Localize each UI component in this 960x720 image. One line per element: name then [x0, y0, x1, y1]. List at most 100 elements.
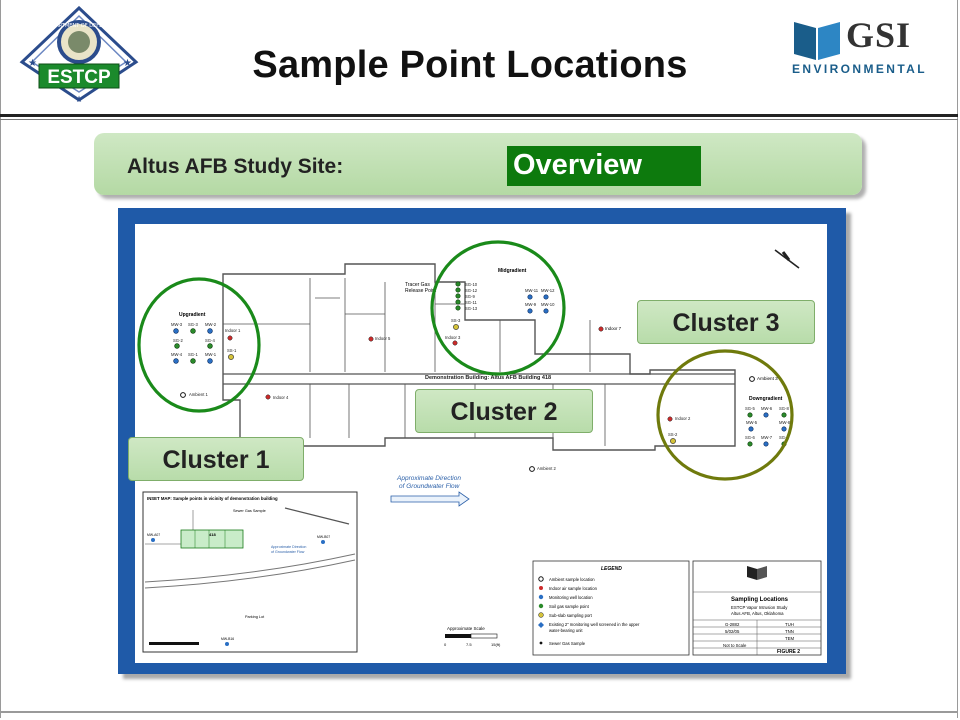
map-legend: LEGEND Ambient sample location Indoor ai… — [532, 560, 690, 656]
label-sg6: SG-6 — [745, 435, 755, 440]
building-caption: Demonstration Building: Altus AFB Buildi… — [425, 375, 551, 381]
study-site-label: Altus AFB Study Site: — [127, 155, 344, 178]
groundwater-flow-arrow: Approximate Direction of Groundwater Flo… — [390, 475, 470, 507]
svg-text:★: ★ — [28, 58, 37, 69]
cluster-3-label: Cluster 3 — [637, 300, 815, 344]
inset-flow-2: of Groundwater Flow — [271, 550, 305, 554]
label-mw9: MW-9 — [525, 302, 537, 307]
inset-title: INSET MAP: Sample points in vicinity of … — [147, 496, 278, 501]
title-divider — [0, 114, 958, 117]
legend-item-7: water-bearing unit — [549, 628, 583, 633]
downgradient-points — [529, 326, 787, 472]
label-sg1: SG-1 — [188, 352, 198, 357]
gsi-book-icon — [794, 22, 840, 60]
label-indoor2: Indoor 2 — [675, 416, 691, 421]
title-block-date: 5/02/05 — [725, 629, 740, 634]
label-indoor3: Indoor 3 — [445, 335, 461, 340]
label-sg4: SG-4 — [205, 338, 215, 343]
gsi-logo-subtext: ENVIRONMENTAL — [792, 62, 927, 76]
legend-item-3: Monitoring well location — [549, 595, 593, 600]
label-sg5: SG-5 — [745, 406, 755, 411]
estcp-ring-text: DEPARTMENT OF DEFENSE — [46, 23, 113, 29]
label-sg3: SG-3 — [188, 322, 198, 327]
label-mw1: MW-1 — [205, 352, 217, 357]
upgradient-points — [173, 328, 374, 400]
building-outline — [222, 263, 736, 451]
label-mw11: MW-11 — [525, 288, 539, 293]
title-block-drawn: TUH — [785, 622, 794, 627]
estcp-logo-text: ESTCP — [47, 67, 111, 88]
label-mw5: MW-5 — [746, 420, 758, 425]
drawing-title-block: Sampling Locations ESTCP Vapor Intrusion… — [692, 560, 822, 656]
label-ss1: SS-1 — [227, 348, 237, 353]
label-mw6: MW-6 — [761, 406, 773, 411]
title-block-checked: TNN — [785, 629, 794, 634]
label-sg10: SG-10 — [465, 282, 478, 287]
label-ss2: SS-2 — [668, 432, 678, 437]
cluster-ring-2 — [430, 240, 566, 376]
legend-item-1: Ambient sample location — [549, 577, 595, 582]
group-upgradient: Upgradient — [179, 312, 206, 318]
label-ss3: SS-3 — [451, 318, 461, 323]
group-midgradient: Midgradient — [498, 268, 527, 274]
label-mw2: MW-2 — [205, 322, 217, 327]
svg-text:★: ★ — [75, 95, 83, 104]
midgradient-points — [452, 281, 549, 346]
label-sg7: SG-7 — [779, 435, 789, 440]
label-indoor1: Indoor 1 — [225, 328, 241, 333]
inset-mw-a: MW-A07 — [147, 533, 160, 537]
title-block-line1: ESTCP Vapor Intrusion Study — [731, 605, 788, 610]
flow-text-2: of Groundwater Flow — [399, 483, 461, 490]
legend-item-6: Existing 2" monitoring well screened in … — [549, 622, 640, 627]
cluster-2-label: Cluster 2 — [415, 389, 593, 433]
label-ambient3: Ambient 3 — [757, 376, 778, 381]
title-block-scale: Not to Scale — [723, 643, 747, 648]
label-ambient1: Ambient 1 — [189, 392, 209, 397]
label-sg12: SG-12 — [465, 288, 478, 293]
title-block-figure: FIGURE 2 — [777, 649, 800, 655]
inset-mw-b: MW-B07 — [317, 535, 330, 539]
scale-tick-2: 15(ft) — [491, 642, 501, 647]
legend-item-2: Indoor air sample location — [549, 586, 598, 591]
inset-mw-c: MW-B16 — [221, 637, 234, 641]
gsi-logo-text: GSI — [846, 15, 912, 55]
inset-well-b — [321, 540, 325, 544]
group-downgradient: Downgradient — [749, 396, 783, 402]
label-tracer-1: Tracer Gas — [405, 282, 430, 288]
scale-label: Approximate Scale — [447, 626, 485, 631]
label-sg2: SG-2 — [173, 338, 183, 343]
inset-building: 418 — [209, 532, 216, 537]
cluster-rings — [137, 240, 794, 481]
overview-badge: Overview — [507, 146, 701, 186]
legend-title: LEGEND — [601, 566, 622, 572]
inset-well-c — [225, 642, 229, 646]
label-tracer-2: Release Point — [405, 288, 437, 294]
label-indoor7: Indoor 7 — [605, 326, 622, 331]
legend-item-5: Sub-slab sampling port — [549, 613, 593, 618]
scale-tick-0: 0 — [444, 642, 447, 647]
title-block-number: G-2882 — [725, 622, 740, 627]
label-sg9: SG-9 — [465, 294, 475, 299]
flow-text-1: Approximate Direction — [396, 475, 461, 482]
scale-tick-1: 7.5 — [466, 642, 472, 647]
label-mw12: MW-12 — [541, 288, 555, 293]
label-sg11: SG-11 — [465, 300, 477, 305]
label-mw7: MW-7 — [761, 435, 773, 440]
label-ambient2: Ambient 2 — [537, 466, 557, 471]
label-indoor4: Indoor 4 — [273, 395, 289, 400]
cluster-ring-3 — [656, 349, 794, 481]
inset-sewer: Sewer Gas Sample — [233, 509, 266, 513]
cluster-ring-1 — [137, 277, 261, 413]
bottom-divider — [0, 711, 958, 713]
title-divider-thin — [0, 119, 958, 120]
inset-scale-bar — [149, 642, 199, 645]
label-sg8: SG-8 — [779, 406, 789, 411]
inset-map: INSET MAP: Sample points in vicinity of … — [142, 491, 358, 653]
study-site-banner — [94, 133, 862, 195]
inset-parking: Parking Lot — [245, 615, 265, 619]
legend-item-8: Sewer Gas Sample — [549, 641, 586, 646]
svg-text:★: ★ — [123, 58, 132, 69]
legend-item-4: Soil gas sample point — [549, 604, 590, 609]
label-indoor5: Indoor 5 — [375, 336, 391, 341]
